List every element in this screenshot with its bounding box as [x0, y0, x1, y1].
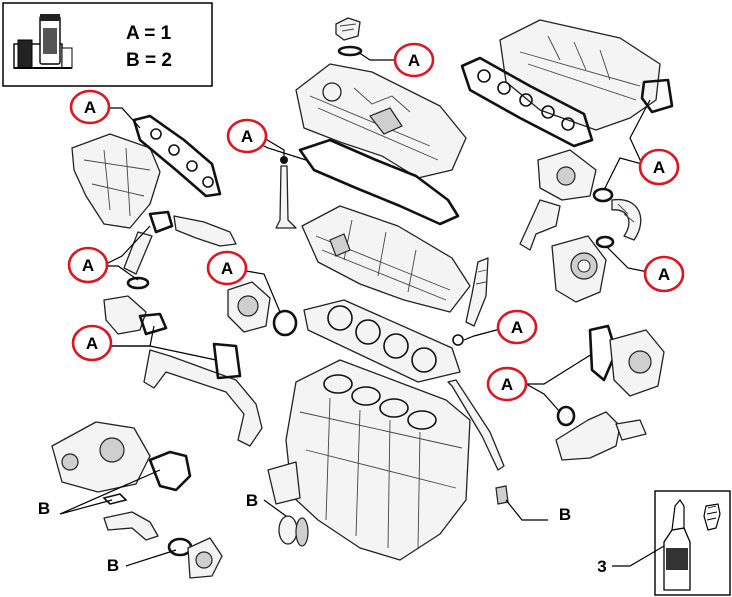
callout-label: A [501, 375, 513, 394]
sealant-box [654, 490, 731, 596]
leader-oil-pump-gasket [59, 469, 161, 515]
engine-block [267, 359, 471, 561]
callout-b-oil-pump: B [38, 499, 50, 518]
leader-oil-pump-seal [59, 499, 113, 515]
water-pump [227, 281, 298, 337]
leader-exhaust [107, 107, 141, 129]
leader-drain-plug [505, 499, 548, 521]
leader-turbo-upper [101, 225, 151, 267]
callout-label: B [107, 556, 119, 575]
leader-thermostat-oring [525, 383, 561, 413]
turbo-pipe-gasket-upper [148, 210, 174, 234]
callout-b-pickup: B [107, 556, 119, 575]
turbo-pipe-gasket-lower [126, 276, 150, 290]
exhaust-manifold [71, 133, 161, 229]
callout-markers: A A A A A A A A [38, 42, 685, 576]
thermostat-housing [555, 324, 665, 461]
egr-flange-gasket [592, 187, 614, 203]
thermostat-gasket [588, 324, 618, 382]
egr-pipe-gasket [595, 235, 615, 249]
leader-block-plug [263, 499, 287, 517]
legend-line-b: B = 2 [126, 50, 172, 71]
leader-egr-flange [629, 99, 651, 165]
oil-pump-seal [102, 493, 128, 505]
oil-pickup [103, 511, 223, 579]
callout-label: A [241, 127, 253, 146]
leader-pickup [125, 549, 177, 567]
callout-a-valve-cover: A [226, 118, 268, 154]
leader-egr-upper [603, 157, 643, 191]
callout-a-water-pump: A [206, 250, 248, 286]
legend-line-a: A = 1 [126, 23, 172, 44]
sealant-tube-icon [663, 498, 721, 591]
callout-label: B [38, 499, 50, 518]
leader-injector [463, 327, 505, 341]
callout-a-thermostat: A [486, 366, 528, 402]
intake-manifold [499, 19, 661, 131]
callout-label: A [82, 256, 94, 275]
exhaust-manifold-gasket [132, 114, 222, 198]
cylinder-head-cover [295, 63, 467, 179]
legend-box: A = 1 B = 2 [2, 2, 213, 87]
oil-pump-gasket [148, 450, 192, 492]
callout-a-egr-lower: A [643, 255, 685, 293]
callout-label: A [86, 334, 98, 353]
callout-label: B [246, 491, 258, 510]
callout-b-drain-plug: B [559, 505, 571, 524]
leader-valve [263, 137, 285, 156]
oil-filler-cap [335, 17, 363, 57]
egr-valve [519, 149, 642, 251]
head-gasket [303, 299, 461, 383]
callout-a-oil-pipe: A [71, 324, 113, 362]
leader-sealant [612, 545, 665, 567]
sealant-kit-icon [13, 14, 73, 69]
callout-a-turbo-pipe: A [67, 246, 109, 284]
callout-label: A [408, 51, 420, 70]
injector [452, 257, 489, 346]
throttle-body [551, 235, 607, 303]
callout-a-injector: A [496, 309, 538, 345]
valve-assembly [275, 156, 297, 229]
cap-oring [337, 45, 363, 57]
leader-thermostat-gasket [526, 353, 593, 385]
cylinder-head [301, 205, 471, 313]
callout-label: A [511, 318, 523, 337]
callout-label: A [653, 158, 665, 177]
callout-label: A [221, 259, 233, 278]
leader-water-pump [239, 269, 281, 313]
injector-washer [452, 334, 464, 346]
leader-oil-pipe-lower [108, 345, 217, 361]
sealant-callout-number: 3 [597, 557, 606, 576]
block-plug [278, 515, 309, 547]
dipstick-tube [447, 379, 509, 505]
turbo-pipe [103, 210, 237, 336]
callout-a-cap-oring: A [393, 42, 435, 78]
oil-return-pipe [143, 342, 263, 447]
callout-label: A [84, 98, 96, 117]
drain-plug [495, 485, 509, 505]
callout-b-block-plug: B [246, 491, 258, 510]
valve-cover-gasket [298, 138, 460, 226]
callout-a-exhaust-gasket: A [69, 89, 111, 125]
oil-pump [51, 421, 192, 505]
leader-egr-lower [605, 245, 649, 273]
intake-manifold-gasket [460, 56, 594, 148]
thermostat-oring [556, 405, 576, 427]
leader-cap [357, 51, 394, 61]
callout-label: B [559, 505, 571, 524]
callout-label: A [658, 265, 670, 284]
water-pump-oring [272, 309, 298, 337]
oil-pipe-flange-gasket [212, 342, 242, 380]
intake-flange-gasket [640, 78, 674, 114]
callout-a-egr-upper: A [638, 148, 680, 186]
oil-pipe-gasket [138, 312, 168, 336]
